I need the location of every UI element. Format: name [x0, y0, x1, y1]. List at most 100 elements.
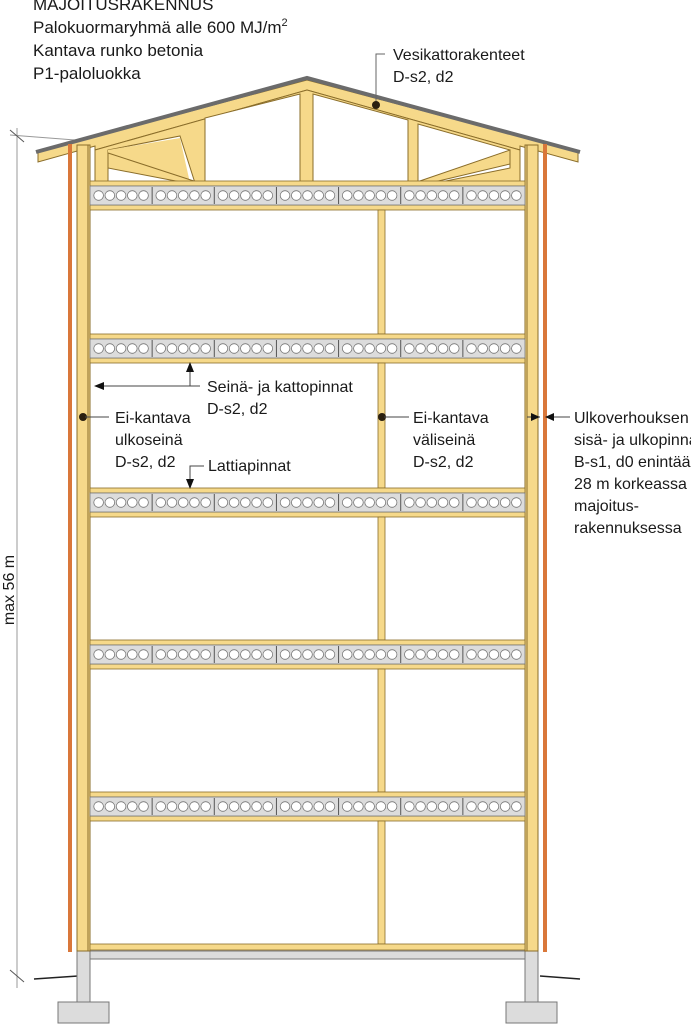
- slab-core: [279, 649, 291, 660]
- slab-core: [189, 801, 200, 812]
- slab-core: [426, 497, 437, 508]
- slab-core: [488, 497, 500, 508]
- slab-core: [166, 190, 178, 201]
- ceiling-board: [89, 357, 526, 364]
- partition-wall: [377, 362, 386, 489]
- slab-core: [477, 190, 488, 201]
- slab-core: [217, 649, 229, 660]
- slab-core: [138, 190, 149, 201]
- ceiling-board: [89, 815, 526, 822]
- floor-label: Lattiapinnat: [186, 458, 291, 489]
- slab-core: [375, 343, 387, 354]
- roof-truss: [37, 79, 579, 189]
- outer-wall-label-line-1: Ei-kantava: [115, 410, 191, 427]
- slab-core: [466, 343, 477, 354]
- slab-core: [302, 190, 313, 201]
- title-line-1: MAJOITUSRAKENNUS: [33, 0, 213, 14]
- slab-core: [353, 649, 364, 660]
- slab-core: [127, 801, 138, 812]
- slab-core: [341, 649, 353, 660]
- slab-core: [200, 190, 211, 201]
- floors: [89, 180, 526, 951]
- slab-core: [166, 801, 178, 812]
- slab-core: [511, 649, 522, 660]
- slab-core: [200, 801, 211, 812]
- slab-core: [104, 649, 116, 660]
- slab-core: [262, 343, 274, 354]
- slab-core: [324, 649, 336, 660]
- slab-core: [93, 190, 104, 201]
- slab-core: [499, 343, 511, 354]
- slab-core: [291, 190, 302, 201]
- partition-wall: [377, 209, 386, 335]
- slab-core: [228, 801, 240, 812]
- cladding-label-line-4: 28 m korkeassa: [574, 476, 687, 493]
- slab-core: [240, 649, 251, 660]
- slab-core: [477, 649, 488, 660]
- slab-core: [138, 497, 149, 508]
- slab-core: [386, 649, 398, 660]
- outer-walls: [76, 144, 539, 952]
- partition-label-line-3: D-s2, d2: [413, 454, 474, 471]
- slab-core: [415, 649, 426, 660]
- slab-core: [404, 343, 415, 354]
- slab-core: [155, 497, 166, 508]
- slab-core: [228, 190, 240, 201]
- slab-core: [511, 343, 522, 354]
- title-line-2-sup: 2: [281, 17, 287, 29]
- slab-core: [166, 649, 178, 660]
- slab-core: [279, 190, 291, 201]
- slab-core: [302, 343, 313, 354]
- slab-core: [386, 801, 398, 812]
- slab-core: [488, 190, 500, 201]
- slab-core: [477, 801, 488, 812]
- ceiling-board: [89, 204, 526, 211]
- slab-core: [127, 190, 138, 201]
- slab-core: [104, 497, 116, 508]
- slab-core: [437, 343, 449, 354]
- ground-floor-board: [89, 943, 526, 951]
- slab-core: [386, 497, 398, 508]
- slab-core: [324, 343, 336, 354]
- floor-board: [89, 791, 526, 798]
- slab-core: [155, 801, 166, 812]
- slab-core: [217, 190, 229, 201]
- slab-core: [240, 801, 251, 812]
- slab-core: [477, 343, 488, 354]
- slab-core: [127, 649, 138, 660]
- slab-core: [415, 343, 426, 354]
- foundation: [57, 950, 558, 1024]
- slab-core: [466, 649, 477, 660]
- slab-core: [415, 190, 426, 201]
- roof-label-line-2: D-s2, d2: [393, 69, 454, 86]
- slab-core: [313, 649, 324, 660]
- slab-core: [341, 497, 353, 508]
- slab-core: [511, 801, 522, 812]
- slab-core: [466, 801, 477, 812]
- slab-core: [499, 190, 511, 201]
- partition-label-line-2: väliseinä: [413, 432, 475, 449]
- slab-core: [426, 343, 437, 354]
- slab-core: [488, 343, 500, 354]
- slab-core: [177, 497, 189, 508]
- slab-core: [138, 343, 149, 354]
- slab-core: [415, 497, 426, 508]
- title-block: MAJOITUSRAKENNUS Palokuormaryhmä alle 60…: [33, 0, 288, 83]
- slab-core: [291, 801, 302, 812]
- slab-core: [262, 649, 274, 660]
- slab-core: [313, 343, 324, 354]
- partition-wall: [377, 668, 386, 793]
- slab-core: [364, 801, 375, 812]
- slab-core: [449, 497, 460, 508]
- height-dimension: max 56 m: [1, 128, 581, 988]
- slab-core: [341, 190, 353, 201]
- slab-core: [104, 343, 116, 354]
- slab-core: [341, 343, 353, 354]
- slab-core: [324, 190, 336, 201]
- slab-core: [104, 190, 116, 201]
- slab-core: [375, 497, 387, 508]
- slab-core: [466, 190, 477, 201]
- slab-core: [200, 343, 211, 354]
- slab-core: [404, 497, 415, 508]
- slab-core: [353, 343, 364, 354]
